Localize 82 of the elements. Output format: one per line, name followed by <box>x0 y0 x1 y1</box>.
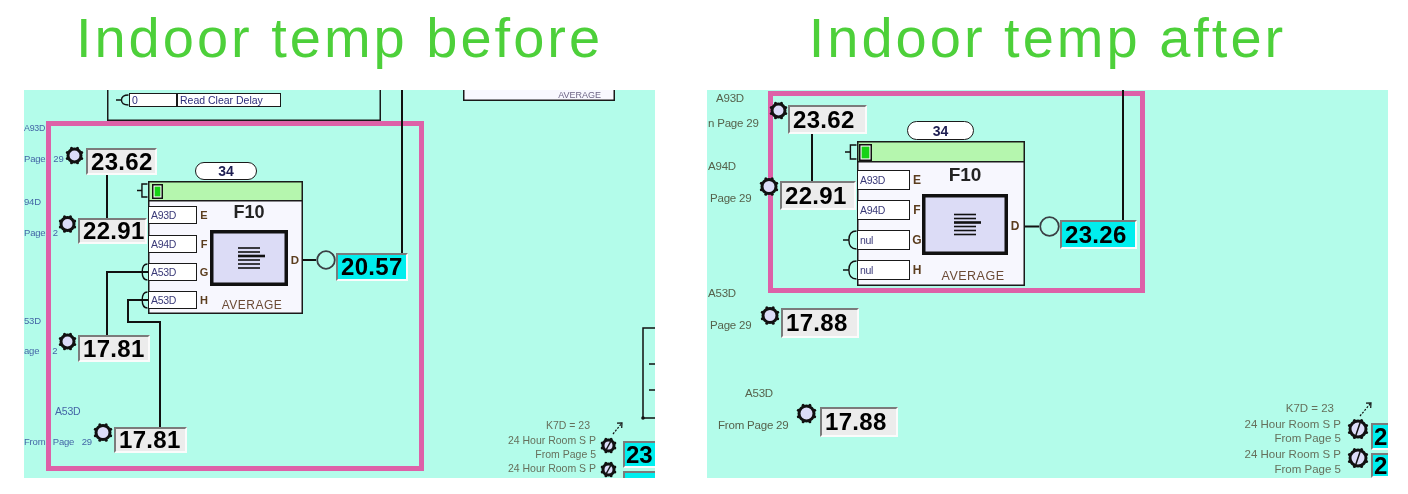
value-display: 2 <box>1371 423 1388 450</box>
input-slot: A94D <box>857 200 910 220</box>
function-block <box>148 181 303 314</box>
value-display: 22.91 <box>780 181 856 210</box>
connector-line <box>1122 89 1124 221</box>
value-display: 2 <box>1371 453 1388 478</box>
value-display: 23 <box>623 441 655 468</box>
page-reference-label: n Page 29 <box>708 116 759 130</box>
output-port-circle <box>1039 216 1060 237</box>
value-display: 17.88 <box>781 308 859 338</box>
connector-line <box>811 133 813 182</box>
parameter-cell: 0 <box>129 93 177 107</box>
value-display: 17.81 <box>114 427 187 453</box>
function-block <box>857 141 1025 286</box>
point-name-label: A93D <box>24 123 46 134</box>
point-description-label: 24 Hour Room S P <box>1244 417 1341 431</box>
page-reference-label: From Page 29 <box>718 418 789 432</box>
input-slot: A53D <box>148 291 197 309</box>
block-name: F10 <box>232 201 266 223</box>
highlight-frame <box>46 121 424 471</box>
point-description-label: 24 Hour Room S P <box>507 462 596 475</box>
input-letter: F <box>912 202 922 219</box>
point-name-label: A53D <box>55 405 81 418</box>
point-description-label: 24 Hour Room S P <box>1244 447 1341 461</box>
block-type-label: AVERAGE <box>220 298 284 313</box>
function-block <box>107 90 381 121</box>
input-letter: G <box>912 232 922 249</box>
page-reference-label: Page 29 <box>710 318 752 332</box>
panel-heading: Indoor temp after <box>807 8 1288 68</box>
page-reference-label: Page 2 <box>24 227 58 239</box>
connector-line <box>1024 225 1040 228</box>
input-slot: A94D <box>148 235 197 253</box>
point-name-label: 94D <box>24 196 41 208</box>
page-reference-label: From Page 5 <box>535 448 596 461</box>
page-reference-label: From Page 5 <box>1274 462 1341 476</box>
input-slot: A53D <box>148 263 197 281</box>
value-display: 23.62 <box>788 105 867 134</box>
value-display: 22.91 <box>78 218 147 244</box>
output-value-display: 20.57 <box>336 253 408 281</box>
block-number-tag: 34 <box>195 162 257 180</box>
point-name-label: 53D <box>24 315 41 327</box>
page-reference-label: Page 29 <box>710 191 752 205</box>
point-value-label: K7D = 23 <box>1285 401 1334 415</box>
output-letter: D <box>1009 218 1021 235</box>
output-value-display: 23.26 <box>1060 220 1137 249</box>
page-reference-label: From Page 29 <box>24 436 92 448</box>
connector-line <box>401 89 403 254</box>
page-reference-label: age 2 <box>24 345 58 357</box>
input-slot: A93D <box>857 170 910 190</box>
connector-line <box>127 299 161 428</box>
input-letter: E <box>199 208 209 223</box>
panel-heading: Indoor temp before <box>74 8 605 68</box>
value-display: 23.62 <box>86 148 157 175</box>
point-name-label: A53D <box>745 386 773 400</box>
point-value-label: K7D = 23 <box>545 419 590 432</box>
connector-line <box>302 259 317 261</box>
block-name: F10 <box>947 164 983 186</box>
connector-line <box>106 271 149 336</box>
connector-line <box>106 174 108 219</box>
parameter-cell: Read Clear Delay <box>177 93 281 107</box>
input-slot: A93D <box>148 206 197 224</box>
value-display: 17.88 <box>820 407 898 437</box>
input-letter: H <box>199 293 209 308</box>
input-letter: F <box>199 237 209 252</box>
block-number-tag: 34 <box>907 121 974 140</box>
input-letter: E <box>912 172 922 189</box>
value-display: 17.81 <box>78 335 150 362</box>
point-name-label: A53D <box>708 286 736 300</box>
input-letter: G <box>199 265 209 280</box>
function-block: AVERAGE <box>463 90 615 101</box>
output-port-circle <box>316 250 336 270</box>
page-reference-label: Page 29 <box>24 153 64 165</box>
input-slot: nul <box>857 230 910 250</box>
value-display <box>623 471 655 478</box>
point-name-label: A93D <box>716 91 744 105</box>
point-name-label: A94D <box>708 159 736 173</box>
point-description-label: 24 Hour Room S P <box>507 434 596 447</box>
input-letter: H <box>912 262 922 279</box>
block-type-label: AVERAGE <box>940 268 1006 284</box>
input-slot: nul <box>857 260 910 280</box>
output-letter: D <box>289 253 301 268</box>
page-reference-label: From Page 5 <box>1274 431 1341 445</box>
